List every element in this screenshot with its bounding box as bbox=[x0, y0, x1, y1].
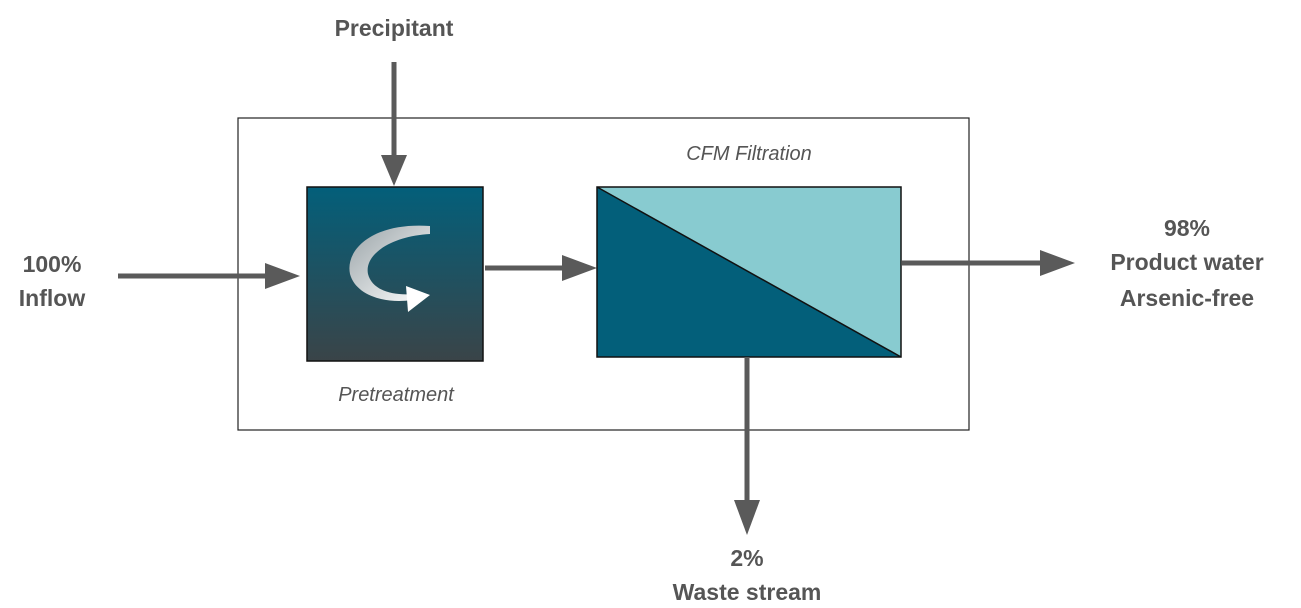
precipitant-label: Precipitant bbox=[335, 15, 454, 41]
inflow-percent-label: 100% bbox=[23, 251, 82, 277]
arsenic-free-label: Arsenic-free bbox=[1120, 285, 1254, 311]
product-water-arrow bbox=[902, 250, 1075, 276]
product-percent-label: 98% bbox=[1164, 215, 1210, 241]
pretreatment-box bbox=[306, 186, 484, 362]
waste-stream-label: Waste stream bbox=[673, 579, 822, 605]
cfm-filtration-label: CFM Filtration bbox=[686, 143, 812, 165]
cfm-filtration-box bbox=[596, 186, 902, 358]
waste-percent-label: 2% bbox=[730, 545, 763, 571]
product-water-label: Product water bbox=[1110, 249, 1263, 275]
waste-stream-arrow bbox=[734, 357, 760, 535]
rotate-arrow-icon bbox=[349, 225, 430, 312]
inflow-label: Inflow bbox=[19, 285, 86, 311]
pretreatment-label: Pretreatment bbox=[338, 384, 455, 406]
pretreat-to-cfm-arrow bbox=[485, 255, 597, 281]
inflow-arrow bbox=[118, 263, 300, 289]
precipitant-arrow bbox=[381, 62, 407, 186]
